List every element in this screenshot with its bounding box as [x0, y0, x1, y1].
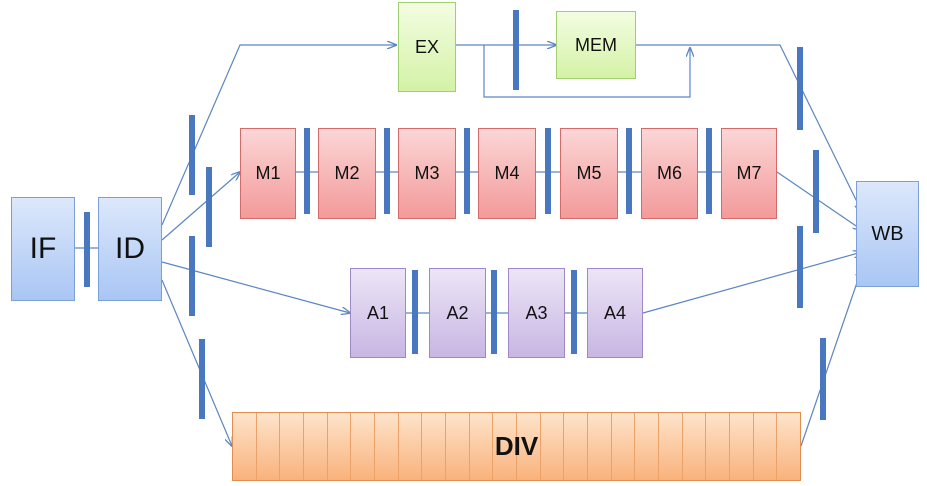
wire-mem-wb [636, 44, 862, 212]
stage-wb: WB [856, 181, 919, 287]
latch-id-m [206, 167, 212, 247]
stage-div: DIV [232, 412, 801, 481]
stage-a2: A2 [429, 268, 486, 358]
stage-ex: EX [398, 2, 456, 92]
latch-a3-a4 [571, 270, 577, 354]
latch-m6-m7 [706, 128, 712, 214]
latch-m3-m4 [464, 128, 470, 214]
latch-m7-wb [813, 150, 819, 233]
latch-a4-wb [797, 226, 803, 308]
latch-ex-mem [513, 10, 519, 90]
stage-m6: M6 [641, 128, 698, 219]
latch-m2-m3 [384, 128, 390, 214]
div-cells [233, 413, 800, 480]
wire-m7-wb [776, 171, 862, 230]
wire-id-m1 [161, 172, 240, 241]
wire-id-div [161, 279, 232, 446]
stage-m1: M1 [240, 128, 296, 219]
latch-m1-m2 [304, 128, 310, 214]
stage-id: ID [98, 197, 162, 301]
stage-a3: A3 [508, 268, 565, 358]
latch-id-ex [189, 115, 195, 195]
wire-id-ex [161, 45, 396, 226]
latch-id-a [189, 236, 195, 316]
latch-m5-m6 [626, 128, 632, 214]
latch-id-div [199, 339, 205, 419]
latch-a1-a2 [412, 270, 418, 354]
latch-mem-wb [797, 47, 803, 130]
stage-m4: M4 [478, 128, 536, 219]
stage-a1: A1 [350, 268, 406, 358]
stage-m5: M5 [560, 128, 618, 219]
latch-if-id [84, 212, 90, 287]
stage-a4: A4 [587, 268, 643, 358]
stage-m7: M7 [721, 128, 777, 219]
stage-mem: MEM [556, 11, 636, 79]
wire-a4-wb [642, 252, 862, 314]
stage-m3: M3 [398, 128, 456, 219]
div-label: DIV [494, 431, 539, 461]
latch-a2-a3 [491, 270, 497, 354]
wire-div-wb [800, 268, 862, 447]
wire-ex-bypass [483, 45, 690, 98]
latch-div-wb [820, 338, 826, 420]
stage-m2: M2 [318, 128, 376, 219]
latch-m4-m5 [545, 128, 551, 214]
stage-if: IF [11, 197, 75, 301]
